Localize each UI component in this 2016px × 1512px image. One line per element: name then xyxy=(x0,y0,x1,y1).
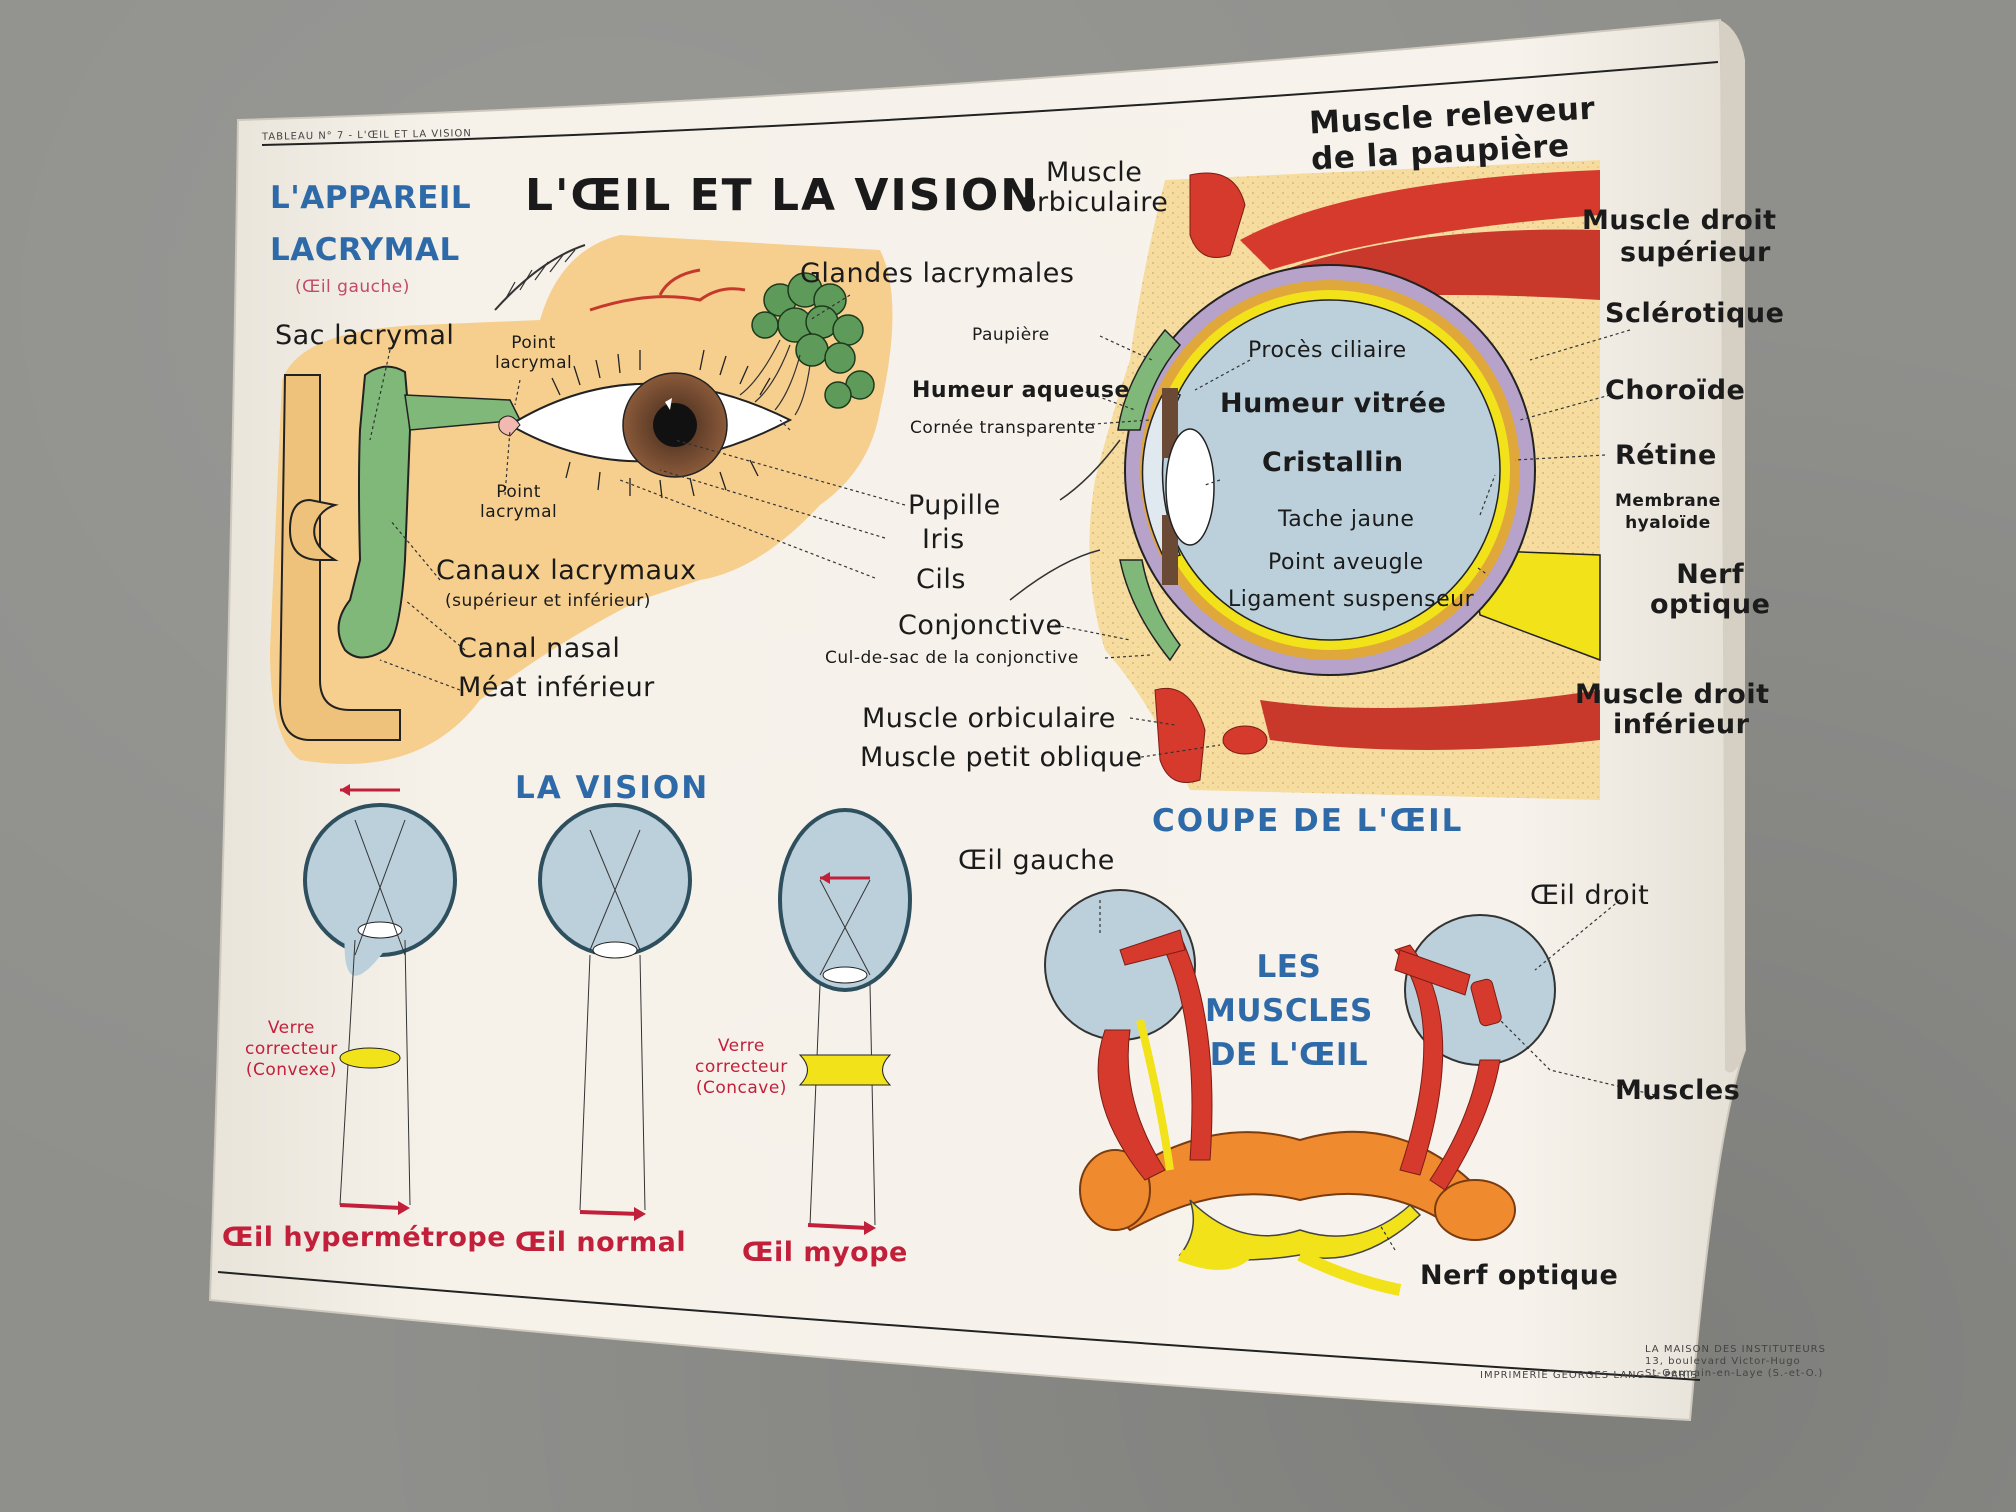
label-oeil-droit: Œil droit xyxy=(1530,880,1650,911)
label-retine: Rétine xyxy=(1615,440,1717,471)
label-muscle-orbiculaire: Muscle orbiculaire xyxy=(862,703,1116,734)
label-glandes-lacrymales: Glandes lacrymales xyxy=(800,258,1075,289)
poster-title: L'ŒIL ET LA VISION xyxy=(525,170,1040,221)
nasal-cavity-outline xyxy=(278,374,401,741)
label-paupiere: Paupière xyxy=(972,325,1050,345)
frame-top-line xyxy=(261,61,1719,146)
orbicularis-bottom xyxy=(1154,688,1206,783)
normal-diagram xyxy=(538,803,692,1221)
label-cristallin: Cristallin xyxy=(1262,447,1404,478)
lacrymal-title-2: LACRYMAL xyxy=(270,232,460,268)
myope-caption: Œil myope xyxy=(742,1237,908,1268)
printer-credit: IMPRIMERIE GEORGES LANG — PARIS xyxy=(1480,1370,1699,1381)
label-choroide: Choroïde xyxy=(1605,375,1746,406)
eyebrow-feather xyxy=(494,244,586,311)
label-sac-lacrymal: Sac lacrymal xyxy=(275,320,455,351)
inferior-rectus xyxy=(1260,690,1600,750)
label-humeur-vitree: Humeur vitrée xyxy=(1220,388,1447,419)
label-iris: Iris xyxy=(922,524,965,555)
eyelash-bottom xyxy=(1009,549,1101,601)
label-canaux-sub: (supérieur et inférieur) xyxy=(445,591,651,611)
lacrymal-title-1: L'APPAREIL xyxy=(270,180,472,216)
upper-eyelid xyxy=(1117,328,1182,431)
label-humeur-aqueuse: Humeur aqueuse xyxy=(912,378,1130,403)
gland-ducts xyxy=(739,339,811,416)
label-sclerotique: Sclérotique xyxy=(1605,298,1785,329)
eyelashes xyxy=(551,349,771,499)
lacrimal-glands xyxy=(751,272,875,409)
lacrimal-sac xyxy=(337,365,412,659)
iris-section-top xyxy=(1162,388,1178,458)
label-canal-nasal: Canal nasal xyxy=(458,633,621,664)
label-petit-oblique: Muscle petit oblique xyxy=(860,742,1143,773)
orbicularis-top xyxy=(1189,172,1246,258)
frame-bottom-line xyxy=(217,1271,1701,1381)
levator-muscle xyxy=(1240,170,1600,270)
iris-section-bottom xyxy=(1162,515,1178,585)
inferior-oblique xyxy=(1222,725,1268,755)
face-skin-left xyxy=(270,235,893,764)
myope-diagram xyxy=(778,808,912,1235)
label-cornee: Cornée transparente xyxy=(910,418,1096,438)
lower-eyelid xyxy=(1119,559,1181,662)
leader-lines xyxy=(369,294,1656,1251)
blood-vessel xyxy=(589,268,746,312)
hypermetrope-caption: Œil hypermétrope xyxy=(222,1222,507,1253)
pupil-front xyxy=(653,403,697,447)
label-muscles: Muscles xyxy=(1615,1075,1741,1106)
label-oeil-gauche: Œil gauche xyxy=(958,845,1115,876)
lacrymal-subtitle: (Œil gauche) xyxy=(295,277,410,297)
label-point-aveugle: Point aveugle xyxy=(1268,550,1424,575)
label-meat-inferieur: Méat inférieur xyxy=(458,672,655,703)
normal-caption: Œil normal xyxy=(515,1227,687,1258)
eyelash-top xyxy=(1059,439,1121,501)
label-proces-ciliaire: Procès ciliaire xyxy=(1248,338,1407,363)
poster-curl-shadow xyxy=(1720,20,1745,1073)
vision-title: LA VISION xyxy=(515,770,710,806)
muscles-diagram xyxy=(1044,889,1556,1296)
label-canaux-lacrymaux: Canaux lacrymaux xyxy=(436,555,697,586)
coupe-title: COUPE DE L'ŒIL xyxy=(1152,803,1464,839)
label-pupille: Pupille xyxy=(908,490,1001,521)
label-tache-jaune: Tache jaune xyxy=(1278,507,1415,532)
turbinate xyxy=(288,498,339,561)
label-cul-de-sac: Cul-de-sac de la conjonctive xyxy=(825,648,1079,668)
crystalline-lens xyxy=(1165,428,1215,546)
label-nerf-optique: Nerf optique xyxy=(1420,1260,1619,1291)
label-cils: Cils xyxy=(916,564,966,595)
label-ligament: Ligament suspenseur xyxy=(1228,587,1475,612)
label-conjonctive: Conjonctive xyxy=(898,610,1063,641)
caruncle xyxy=(498,415,521,437)
hypermetrope-diagram xyxy=(303,784,457,1215)
